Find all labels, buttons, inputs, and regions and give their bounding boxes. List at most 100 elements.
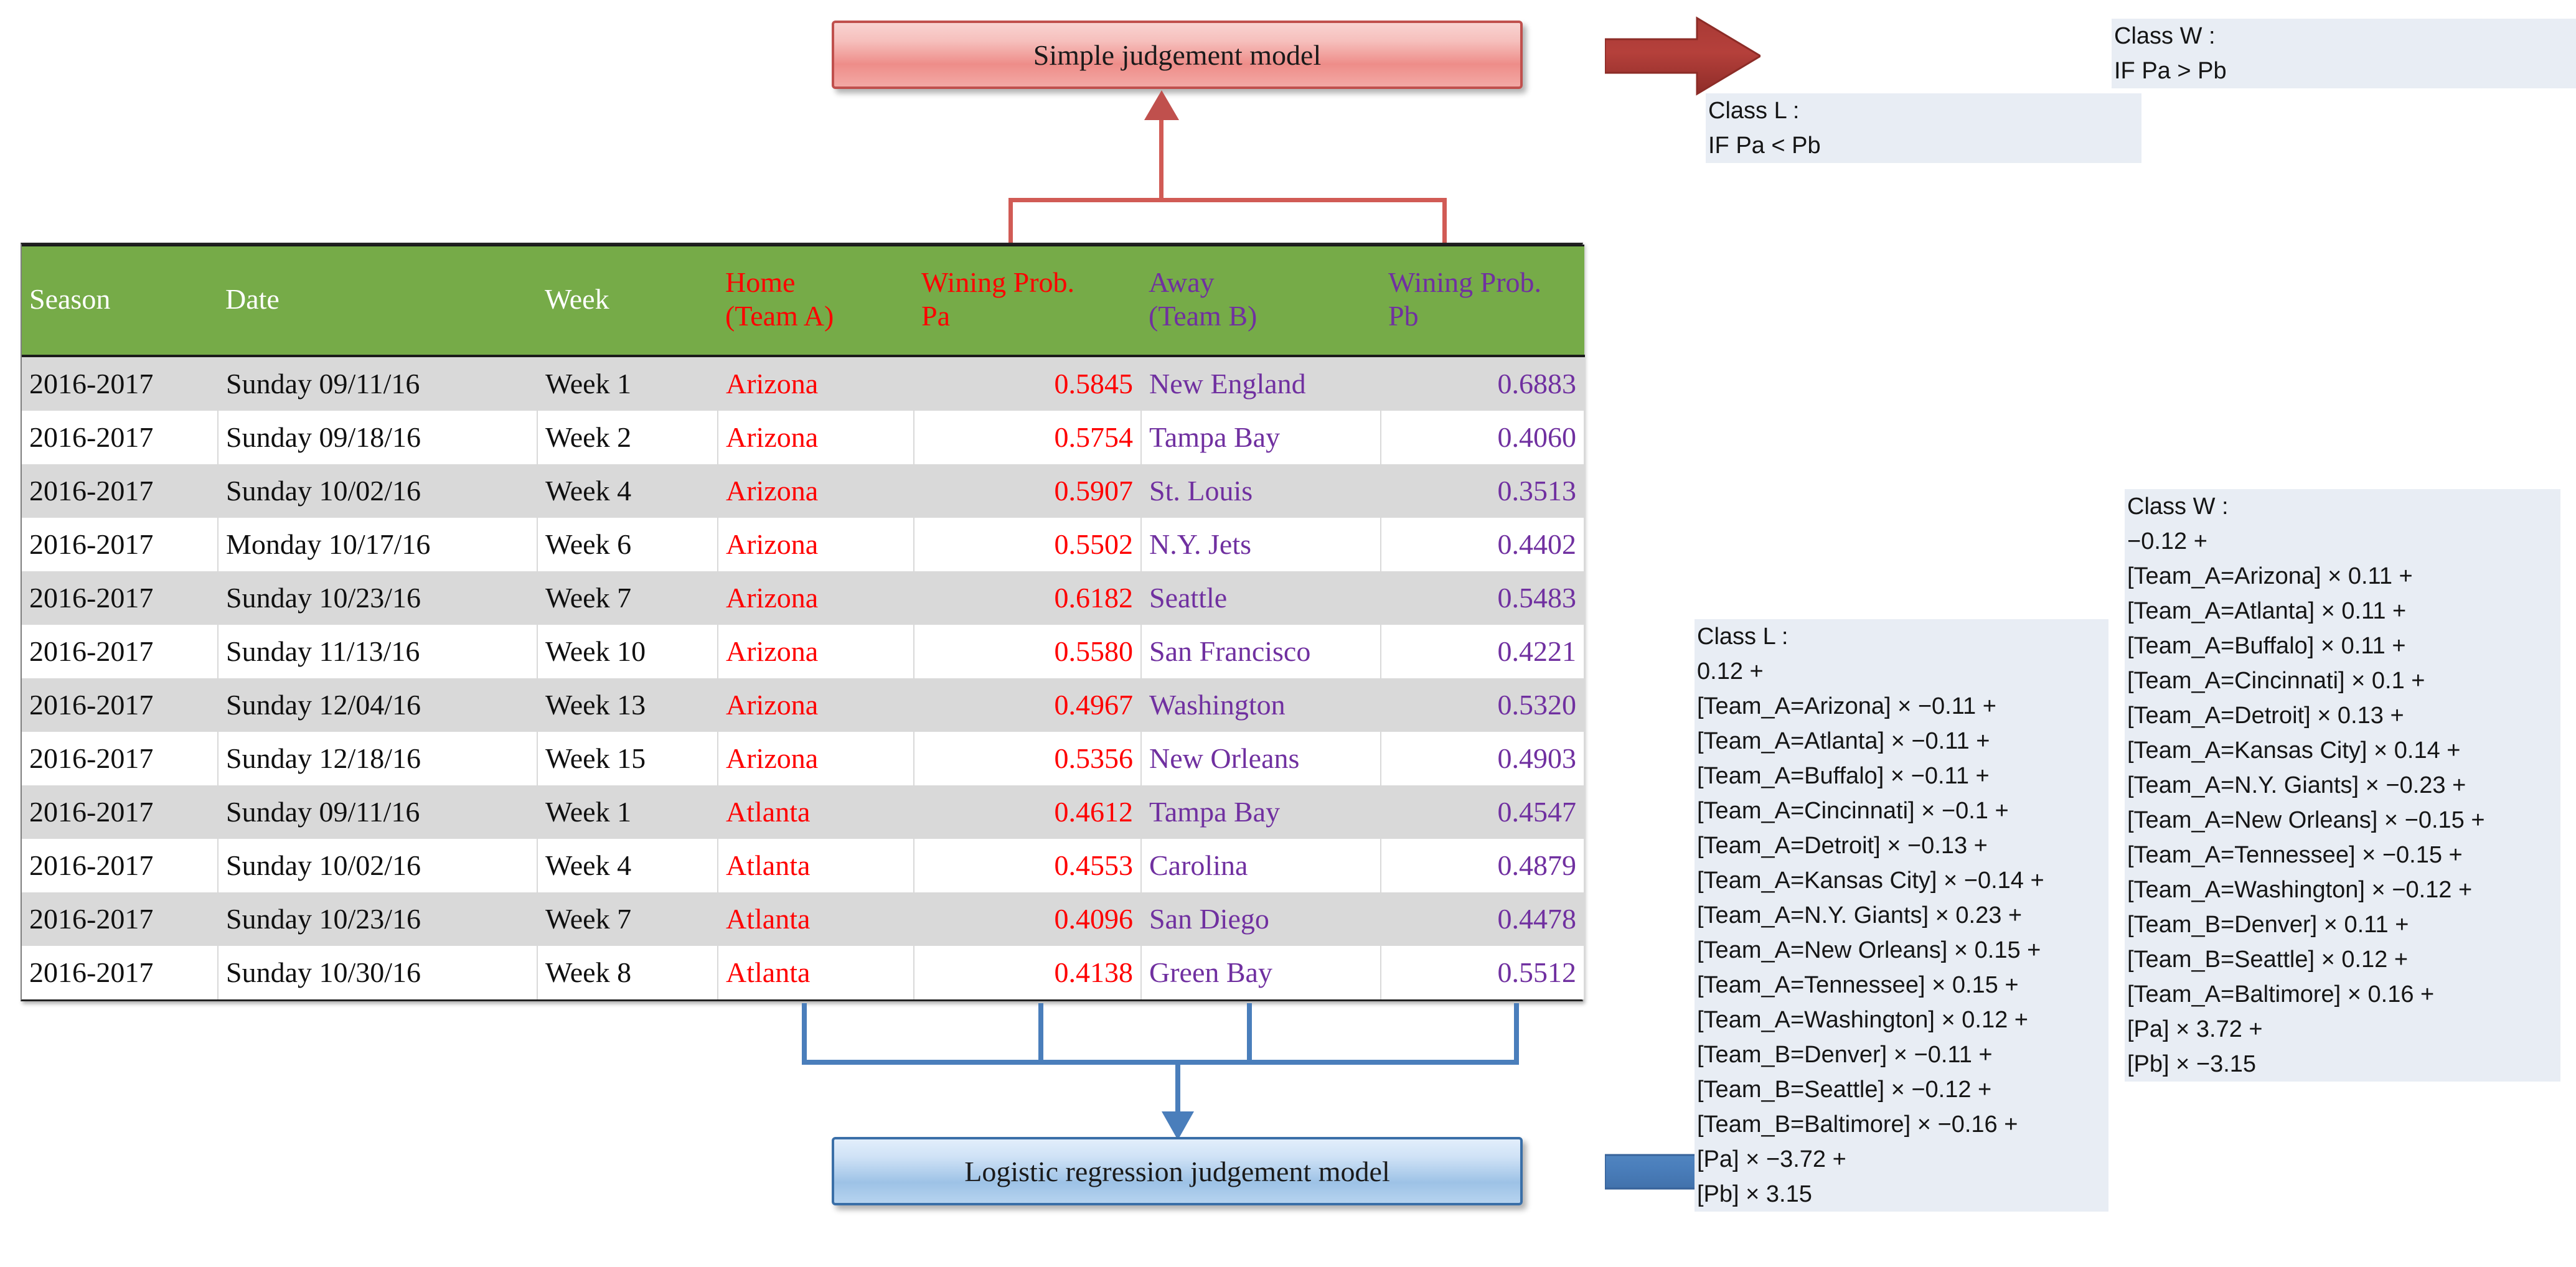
cell-pb: 0.4402 (1381, 518, 1585, 571)
col-header-week[interactable]: Week (537, 245, 718, 357)
logistic-class-w-line: −0.12 + (2125, 524, 2560, 559)
col-header-away-line2: (Team B) (1149, 300, 1257, 332)
cell-home: Arizona (718, 571, 914, 625)
simple-judgement-model-label: Simple judgement model (1033, 39, 1322, 71)
cell-away: Green Bay (1141, 946, 1381, 999)
logistic-class-l-line: [Team_A=Arizona] × −0.11 + (1695, 689, 2108, 724)
logistic-class-w-line: [Team_A=Cincinnati] × 0.1 + (2125, 663, 2560, 698)
logistic-class-w-line: [Team_A=Arizona] × 0.11 + (2125, 559, 2560, 594)
cell-home: Arizona (718, 518, 914, 571)
simple-judgement-model-box[interactable]: Simple judgement model (832, 21, 1523, 89)
col-header-season[interactable]: Season (22, 245, 218, 357)
cell-date: Sunday 10/02/16 (218, 839, 538, 892)
logistic-class-l-line: [Team_A=New Orleans] × 0.15 + (1695, 933, 2108, 968)
cell-home: Arizona (718, 356, 914, 411)
logistic-regression-model-box[interactable]: Logistic regression judgement model (832, 1137, 1523, 1205)
games-table-container: Season Date Week Home (Team A) Wining Pr… (21, 243, 1585, 1001)
cell-season: 2016-2017 (22, 732, 219, 785)
logistic-class-l-line: [Team_A=Buffalo] × −0.11 + (1695, 759, 2108, 793)
col-header-home-line2: (Team A) (725, 300, 834, 332)
col-header-pb[interactable]: Wining Prob. Pb (1381, 245, 1584, 357)
col-header-pa-line2: Pa (921, 300, 950, 332)
logistic-class-w-line: [Team_A=Baltimore] × 0.16 + (2125, 977, 2560, 1012)
logistic-class-w-line: [Team_A=Atlanta] × 0.11 + (2125, 594, 2560, 629)
col-header-pb-line1: Wining Prob. (1388, 266, 1542, 298)
cell-pb: 0.4478 (1381, 892, 1585, 946)
games-table-header-row: Season Date Week Home (Team A) Wining Pr… (22, 245, 1584, 357)
cell-home: Arizona (718, 678, 914, 732)
cell-date: Sunday 10/23/16 (218, 892, 538, 946)
simple-class-w-line: Class W : (2112, 19, 2576, 54)
blue-connector-leg-2 (1038, 1003, 1043, 1064)
cell-pb: 0.4547 (1381, 785, 1585, 839)
blue-connector-leg-3 (1247, 1003, 1252, 1064)
cell-pa: 0.5502 (914, 518, 1142, 571)
cell-date: Sunday 10/23/16 (218, 571, 538, 625)
col-header-home[interactable]: Home (Team A) (718, 245, 914, 357)
cell-week: Week 13 (537, 678, 718, 732)
cell-date: Sunday 10/30/16 (218, 946, 538, 999)
cell-date: Sunday 11/13/16 (218, 625, 538, 678)
col-header-pa[interactable]: Wining Prob. Pa (914, 245, 1141, 357)
cell-home: Atlanta (718, 785, 914, 839)
blue-connector-arrowhead (1162, 1111, 1194, 1140)
cell-date: Sunday 09/18/16 (218, 411, 538, 464)
cell-season: 2016-2017 (22, 625, 219, 678)
cell-season: 2016-2017 (22, 678, 219, 732)
cell-week: Week 15 (537, 732, 718, 785)
cell-date: Sunday 12/18/16 (218, 732, 538, 785)
cell-pa: 0.4096 (914, 892, 1142, 946)
col-header-pb-line2: Pb (1388, 300, 1419, 332)
cell-season: 2016-2017 (22, 518, 219, 571)
logistic-class-w-line: [Team_A=Buffalo] × 0.11 + (2125, 629, 2560, 663)
simple-class-w-callout: Class W : IF Pa > Pb (2112, 19, 2576, 88)
logistic-class-l-line: [Team_A=Detroit] × −0.13 + (1695, 828, 2108, 863)
cell-pa: 0.4612 (914, 785, 1142, 839)
cell-week: Week 7 (537, 892, 718, 946)
cell-away: Carolina (1141, 839, 1381, 892)
cell-season: 2016-2017 (22, 571, 219, 625)
logistic-class-w-line: [Team_A=N.Y. Giants] × −0.23 + (2125, 768, 2560, 803)
red-block-arrow-right (1605, 16, 1760, 96)
cell-season: 2016-2017 (22, 785, 219, 839)
cell-away: Washington (1141, 678, 1381, 732)
cell-week: Week 8 (537, 946, 718, 999)
logistic-class-l-line: [Team_A=Cincinnati] × −0.1 + (1695, 793, 2108, 828)
cell-pa: 0.4138 (914, 946, 1142, 999)
logistic-class-w-line: [Team_A=Detroit] × 0.13 + (2125, 698, 2560, 733)
cell-pb: 0.5320 (1381, 678, 1585, 732)
cell-pb: 0.3513 (1381, 464, 1585, 518)
cell-home: Atlanta (718, 946, 914, 999)
cell-pa: 0.5580 (914, 625, 1142, 678)
cell-home: Arizona (718, 464, 914, 518)
col-header-away[interactable]: Away (Team B) (1141, 245, 1381, 357)
cell-week: Week 1 (537, 785, 718, 839)
cell-away: Tampa Bay (1141, 411, 1381, 464)
blue-connector-leg-4 (1514, 1003, 1519, 1064)
cell-season: 2016-2017 (22, 356, 219, 411)
col-header-away-line1: Away (1149, 266, 1215, 298)
cell-season: 2016-2017 (22, 411, 219, 464)
cell-pb: 0.5483 (1381, 571, 1585, 625)
col-header-date[interactable]: Date (218, 245, 537, 357)
logistic-class-l-line: [Team_A=N.Y. Giants] × 0.23 + (1695, 898, 2108, 933)
cell-pa: 0.4967 (914, 678, 1142, 732)
logistic-class-w-line: Class W : (2125, 489, 2560, 524)
cell-home: Arizona (718, 625, 914, 678)
cell-away: St. Louis (1141, 464, 1381, 518)
cell-date: Sunday 12/04/16 (218, 678, 538, 732)
cell-season: 2016-2017 (22, 839, 219, 892)
cell-week: Week 6 (537, 518, 718, 571)
